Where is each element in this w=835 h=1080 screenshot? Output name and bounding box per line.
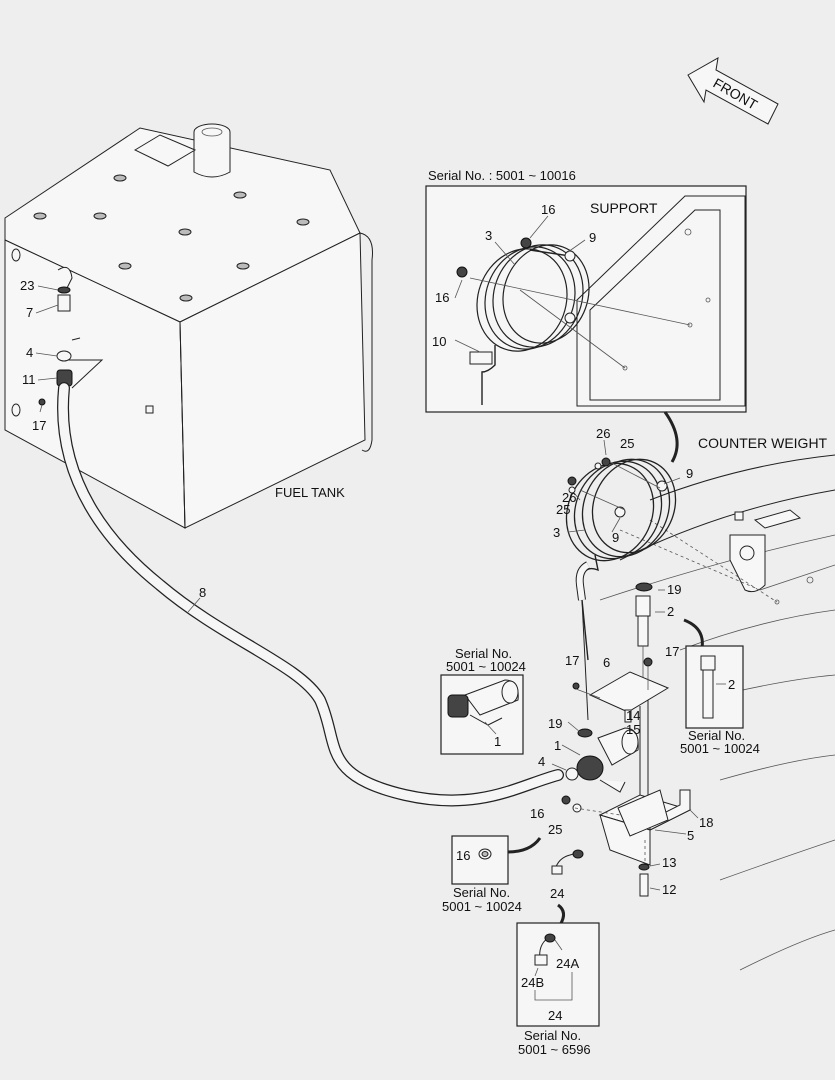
main-coil: 26 25 26 25 9 9 3: [553, 426, 693, 721]
part-14: 14: [626, 708, 640, 723]
front-arrow-icon: FRONT: [687, 57, 779, 125]
filter-detail-serial: Serial No.: [688, 728, 745, 743]
washer-detail-range: 5001 ~ 10024: [442, 899, 522, 914]
part-6: 6: [603, 655, 610, 670]
sensor-detail-part-24a: 24A: [556, 956, 579, 971]
part-9b: 9: [612, 530, 619, 545]
support-detail: Serial No. : 5001 ~ 10016 SUPPORT: [425, 168, 747, 413]
pump-detail-box: Serial No. 5001 ~ 10024 1: [440, 646, 526, 755]
filter-detail-box: 2 Serial No. 5001 ~ 10024: [680, 645, 760, 756]
part-23: 23: [20, 278, 34, 293]
part-17a: 17: [565, 653, 579, 668]
part-4: 4: [538, 754, 545, 769]
part-3: 3: [553, 525, 560, 540]
washer-detail-serial: Serial No.: [453, 885, 510, 900]
counter-weight: COUNTER WEIGHT: [599, 435, 835, 971]
part-9a: 9: [686, 466, 693, 481]
part-19b: 19: [548, 716, 562, 731]
part-7: 7: [26, 305, 33, 320]
pump-detail-part-1: 1: [494, 734, 501, 749]
support-part-9: 9: [589, 230, 596, 245]
support-serial-label: Serial No. : 5001 ~ 10016: [428, 168, 576, 183]
support-part-10: 10: [432, 334, 446, 349]
part-26a: 26: [596, 426, 610, 441]
part-13: 13: [662, 855, 676, 870]
counter-weight-label: COUNTER WEIGHT: [698, 435, 828, 451]
filter-detail-range: 5001 ~ 10024: [680, 741, 760, 756]
support-part-3: 3: [485, 228, 492, 243]
tank-fitting-labels: 23 7 4 11 17 8: [20, 278, 206, 613]
part-25c: 25: [548, 822, 562, 837]
part-17b: 17: [665, 644, 679, 659]
support-part-16b: 16: [435, 290, 449, 305]
fuel-hose: [57, 382, 564, 807]
pump-assembly: 6 17 17 1 19 4 14 15 5 18 13: [530, 644, 713, 901]
washer-detail-box: 16 Serial No. 5001 ~ 10024: [442, 835, 522, 914]
part-11: 11: [22, 372, 36, 387]
part-19a: 19: [667, 582, 681, 597]
part-26b: 26: [562, 490, 576, 505]
part-25b: 25: [556, 502, 570, 517]
part-2a: 2: [667, 604, 674, 619]
sensor-detail-part-24b: 24B: [521, 975, 544, 990]
filter-detail-part-2: 2: [728, 677, 735, 692]
pump-detail-range: 5001 ~ 10024: [446, 659, 526, 674]
part-16c: 16: [530, 806, 544, 821]
pump-detail-serial: Serial No.: [455, 646, 512, 661]
support-label: SUPPORT: [590, 200, 658, 216]
part-4-tank: 4: [26, 345, 33, 360]
sensor-detail-box: 24A 24B 24 Serial No. 5001 ~ 6596: [516, 922, 600, 1057]
fuel-tank: FUEL TANK: [4, 123, 373, 529]
sensor-detail-serial: Serial No.: [524, 1028, 581, 1043]
washer-detail-part-16: 16: [456, 848, 470, 863]
part-17-tank: 17: [32, 418, 46, 433]
sensor-detail-part-24: 24: [548, 1008, 562, 1023]
part-15: 15: [626, 722, 640, 737]
part-12: 12: [662, 882, 676, 897]
sensor-detail-range: 5001 ~ 6596: [518, 1042, 591, 1057]
fuel-tank-label: FUEL TANK: [275, 485, 345, 500]
part-25a: 25: [620, 436, 634, 451]
part-8: 8: [199, 585, 206, 600]
tank-outlet-fittings: [38, 286, 104, 406]
part-5: 5: [687, 828, 694, 843]
part-24: 24: [550, 886, 564, 901]
filter-upper: 19 2: [635, 582, 681, 700]
support-part-16a: 16: [541, 202, 555, 217]
part-18: 18: [699, 815, 713, 830]
part-1: 1: [554, 738, 561, 753]
